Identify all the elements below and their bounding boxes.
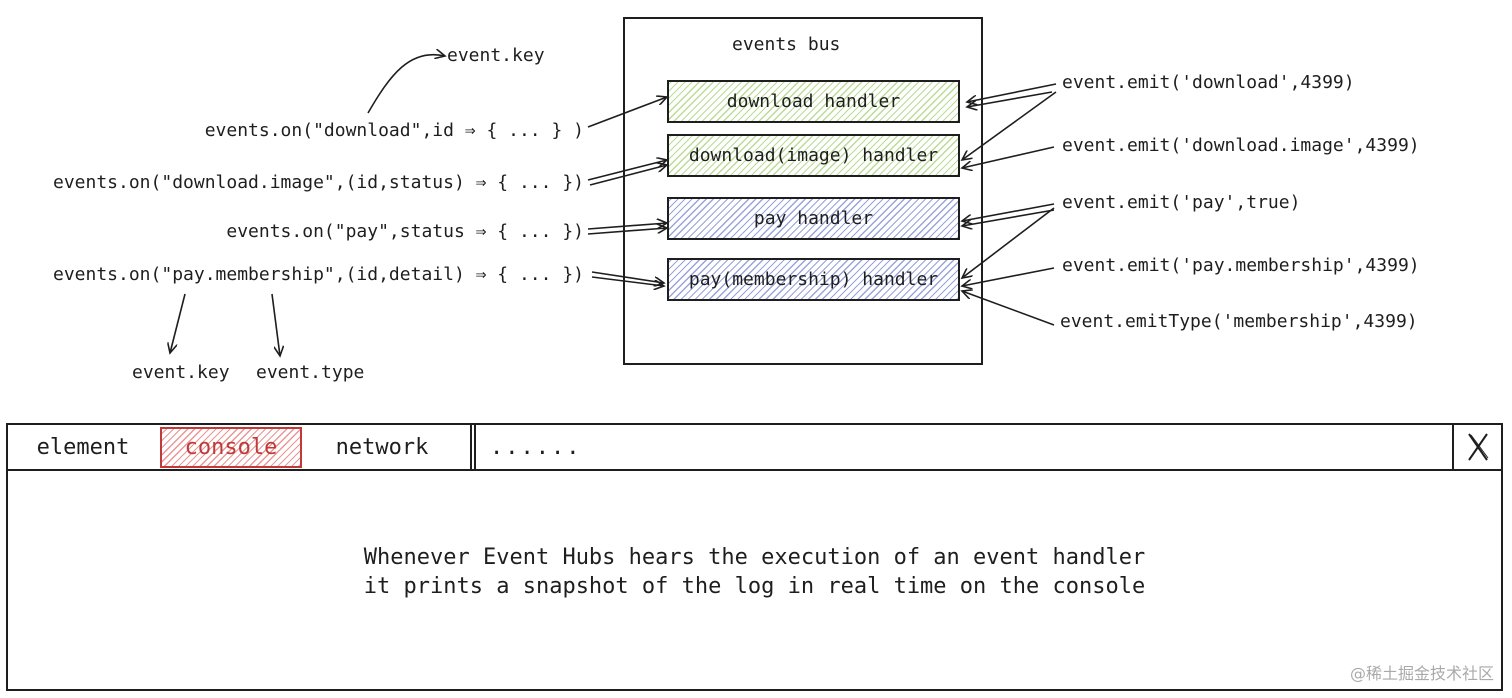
emit-download-image: event.emit('download.image',4399) <box>1062 135 1420 156</box>
handler-pay-label: pay handler <box>753 208 874 229</box>
arrow-listener-download <box>587 97 667 128</box>
handler-download: download handler <box>667 80 960 123</box>
annotation-bottom-event-key: event.key <box>132 362 230 383</box>
handler-download-image: download(image) handler <box>667 134 960 177</box>
emit-pay-membership: event.emit('pay.membership',4399) <box>1062 255 1420 276</box>
tab-network[interactable]: network <box>335 434 429 460</box>
listener-pay: events.on("pay",status ⇒ { ... }) <box>226 221 584 242</box>
arrow-emit-download-image <box>962 91 1057 160</box>
close-icon[interactable] <box>1456 425 1500 469</box>
handler-download-image-label: download(image) handler <box>688 145 939 166</box>
devtools-panel: element console network ...... Whenever … <box>6 423 1503 691</box>
tab-separator <box>470 425 472 469</box>
handler-pay: pay handler <box>667 197 960 240</box>
arrow-listener-download-image-2 <box>589 165 667 186</box>
arrow-listener-pay-2 <box>587 228 667 235</box>
arrow-emit-pay <box>962 203 1055 221</box>
emit-pay: event.emit('pay',true) <box>1062 192 1301 213</box>
handler-pay-membership-label: pay(membership) handler <box>688 269 939 290</box>
arrow-bottom-key <box>170 293 186 353</box>
arrow-listener-membership-2 <box>591 276 664 286</box>
annotation-bottom-event-type: event.type <box>256 362 365 383</box>
arrow-emit-download-image-2 <box>962 146 1055 168</box>
handler-download-label: download handler <box>726 91 901 112</box>
arrow-emit-membership <box>962 267 1055 286</box>
listener-download-image: events.on("download.image",(id,status) ⇒… <box>52 172 584 193</box>
console-message-line-1: Whenever Event Hubs hears the execution … <box>363 545 1146 570</box>
arrow-bottom-type <box>271 293 280 356</box>
handler-pay-membership: pay(membership) handler <box>667 258 960 301</box>
emit-download: event.emit('download',4399) <box>1062 72 1355 93</box>
close-icon-glyph <box>1468 433 1489 461</box>
devtools-tab-bar: element console network ...... <box>8 425 1501 471</box>
arrow-listener-pay <box>587 223 667 230</box>
console-output: Whenever Event Hubs hears the execution … <box>8 543 1501 601</box>
emit-type-membership: event.emitType('membership',4399) <box>1060 311 1418 332</box>
arrow-listener-membership <box>591 271 664 283</box>
events-bus-title: events bus <box>732 34 841 55</box>
listener-download: events.on("download",id ⇒ { ... } ) <box>204 120 584 141</box>
tab-more[interactable]: ...... <box>490 434 582 460</box>
tab-separator <box>474 425 476 469</box>
annotation-top-event-key: event.key <box>447 45 545 66</box>
arrow-top-key <box>367 55 445 114</box>
console-message-line-2: it prints a snapshot of the log in real … <box>363 574 1146 599</box>
tab-console[interactable]: console <box>160 427 302 468</box>
watermark: @稀土掘金技术社区 <box>1349 664 1494 683</box>
arrow-emit-pay-3 <box>962 207 1055 278</box>
tab-separator <box>1452 425 1454 469</box>
arrow-emit-type <box>962 291 1055 326</box>
listener-pay-membership: events.on("pay.membership",(id,detail) ⇒… <box>52 264 584 285</box>
arrow-listener-download-image <box>587 160 667 181</box>
events-bus-box <box>623 17 983 365</box>
tab-element[interactable]: element <box>36 434 130 460</box>
arrow-emit-pay-2 <box>962 209 1055 226</box>
